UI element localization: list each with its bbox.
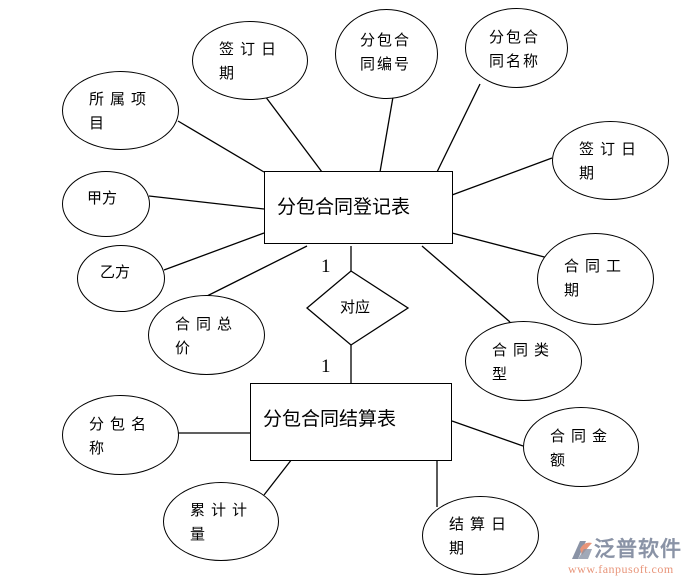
attr-line1: 累计计: [190, 501, 254, 519]
attr-line1: 合同金: [550, 427, 614, 445]
attribute-party-b[interactable]: 乙方: [77, 245, 165, 312]
attr-line2: 额: [550, 451, 572, 469]
attribute-settlement-date[interactable]: 结算日 期: [422, 496, 539, 575]
attribute-signing-date[interactable]: 签订日 期: [192, 21, 308, 100]
attr-line1: 分包合: [360, 31, 412, 49]
attribute-contract-name[interactable]: 分包合 同名称: [465, 8, 568, 88]
attr-line2: 期: [449, 539, 471, 557]
attr-line1: 甲方: [87, 189, 118, 207]
attr-line2: 同名称: [489, 52, 541, 70]
attr-line2: 价: [175, 339, 197, 357]
relationship-label: 对应: [340, 298, 371, 316]
attribute-contract-amount[interactable]: 合同金 额: [523, 407, 639, 487]
cardinality-bottom: 1: [321, 356, 331, 377]
attr-line1: 签订日: [219, 40, 283, 58]
attr-line1: 结算日: [449, 515, 513, 533]
attr-line1: 乙方: [100, 263, 131, 281]
attribute-party-a[interactable]: 甲方: [62, 171, 150, 237]
attribute-project[interactable]: 所属项 目: [62, 71, 179, 150]
attr-line2: 目: [89, 114, 111, 132]
attr-line1: 分包名: [89, 415, 153, 433]
entity-label: 分包合同结算表: [263, 408, 397, 430]
attribute-total-price[interactable]: 合同总 价: [148, 295, 265, 375]
watermark-url: www.fanpusoft.com: [568, 562, 674, 576]
entity-label: 分包合同登记表: [277, 196, 411, 218]
watermark-brand: 泛普软件: [594, 537, 682, 561]
attr-line2: 型: [492, 365, 514, 383]
attribute-subcontract-name[interactable]: 分包名 称: [62, 395, 179, 475]
attribute-contract-type[interactable]: 合同类 型: [465, 321, 582, 401]
fanpu-logo-icon: [572, 541, 592, 559]
attr-line1: 签订日: [579, 140, 643, 158]
attr-line2: 量: [190, 525, 212, 543]
attr-line1: 分包合: [489, 28, 541, 46]
attr-line1: 合同总: [175, 315, 239, 333]
attribute-signing-date-2[interactable]: 签订日 期: [552, 121, 669, 200]
cardinality-top: 1: [321, 256, 331, 277]
attr-line1: 合同工: [564, 257, 628, 275]
attr-line2: 期: [579, 164, 601, 182]
attribute-contract-number[interactable]: 分包合 同编号: [335, 9, 438, 99]
entity-subcontract-register[interactable]: 分包合同登记表: [264, 171, 453, 244]
attr-line2: 同编号: [360, 55, 412, 73]
attr-line1: 合同类: [492, 341, 556, 359]
attribute-contract-duration[interactable]: 合同工 期: [537, 233, 654, 325]
attr-line1: 所属项: [89, 90, 153, 108]
watermark-logo: 泛普软件 www.fanpusoft.com: [566, 533, 694, 579]
entity-subcontract-settlement[interactable]: 分包合同结算表: [250, 383, 452, 461]
attribute-cumulative-quantity[interactable]: 累计计 量: [163, 482, 279, 561]
attr-line2: 期: [564, 281, 586, 299]
attr-line2: 期: [219, 64, 241, 82]
attr-line2: 称: [89, 439, 111, 457]
